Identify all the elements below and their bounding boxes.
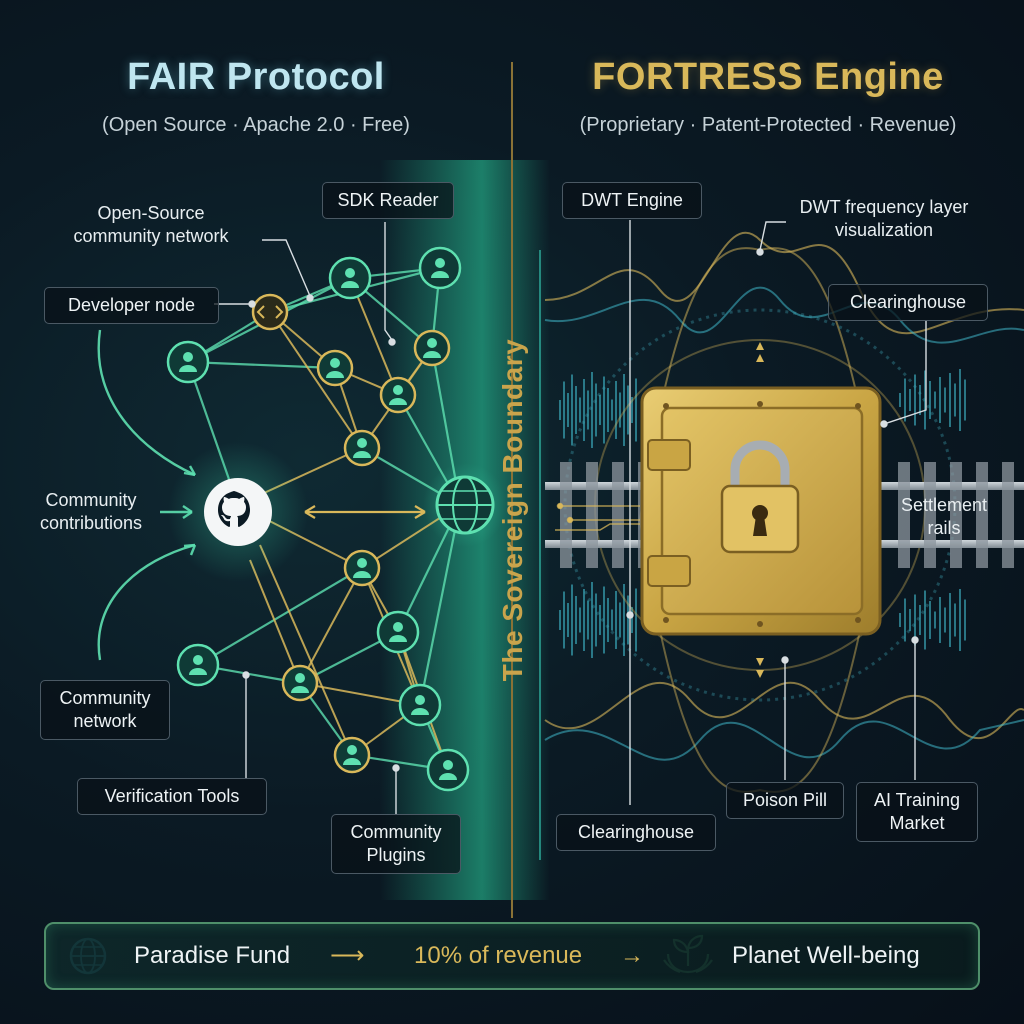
label-community-network: Community network: [40, 680, 170, 740]
person-node-icon: [398, 683, 442, 727]
person-node-icon: [333, 736, 371, 774]
fund-arrow-1: ⟶: [330, 942, 365, 969]
fund-share: 10% of revenue: [414, 942, 583, 969]
person-node-icon: [343, 549, 381, 587]
code-icon: [251, 293, 289, 331]
fund-source: Paradise Fund: [134, 942, 291, 969]
label-open-source-network: Open-Source community network: [73, 203, 229, 246]
label-community-plugins: Community Plugins: [331, 814, 461, 874]
label-poison-pill: Poison Pill: [726, 782, 844, 819]
person-node-icon: [281, 664, 319, 702]
sovereign-boundary: The Sovereign Boundary: [470, 300, 556, 720]
fortress-engine-subtitle: (Proprietary · Patent-Protected · Revenu…: [579, 114, 957, 136]
label-clearinghouse-bottom: Clearinghouse: [556, 814, 716, 851]
label-ai-training-market: AI Training Market: [856, 782, 978, 842]
community-network-graph: [97, 246, 507, 792]
label-dwt-frequency: DWT frequency layer visualization: [799, 197, 969, 240]
globe-icon: [423, 463, 507, 547]
person-node-icon: [328, 256, 372, 300]
label-dwt-engine: DWT Engine: [562, 182, 702, 219]
label-verification-tools: Verification Tools: [77, 778, 267, 815]
person-node-icon: [376, 610, 420, 654]
fund-target: Planet Well-being: [732, 942, 920, 969]
fair-protocol-title: FAIR Protocol: [127, 56, 385, 98]
sovereign-boundary-label: The Sovereign Boundary: [497, 338, 528, 682]
fortress-artwork: [544, 231, 1024, 793]
label-settlement-rails: Settlement rails: [900, 495, 988, 538]
padlock-icon: [720, 440, 800, 554]
fortress-engine-title: FORTRESS Engine: [592, 56, 944, 98]
label-clearinghouse-top: Clearinghouse: [828, 284, 988, 321]
person-node-icon: [413, 329, 451, 367]
label-developer-node: Developer node: [44, 287, 219, 324]
person-node-icon: [176, 643, 220, 687]
person-nodes: [166, 246, 470, 792]
github-icon: [204, 478, 272, 546]
paradise-fund-banner: [44, 922, 980, 990]
label-sdk-reader: SDK Reader: [322, 182, 454, 219]
fair-protocol-subtitle: (Open Source · Apache 2.0 · Free): [102, 114, 410, 136]
person-node-icon: [343, 429, 381, 467]
person-node-icon: [418, 246, 462, 290]
person-node-icon: [316, 349, 354, 387]
person-node-icon: [379, 376, 417, 414]
label-community-contributions: Community contributions: [39, 490, 143, 533]
fund-arrow-2: →: [620, 942, 644, 969]
person-node-icon: [166, 340, 210, 384]
person-node-icon: [426, 748, 470, 792]
